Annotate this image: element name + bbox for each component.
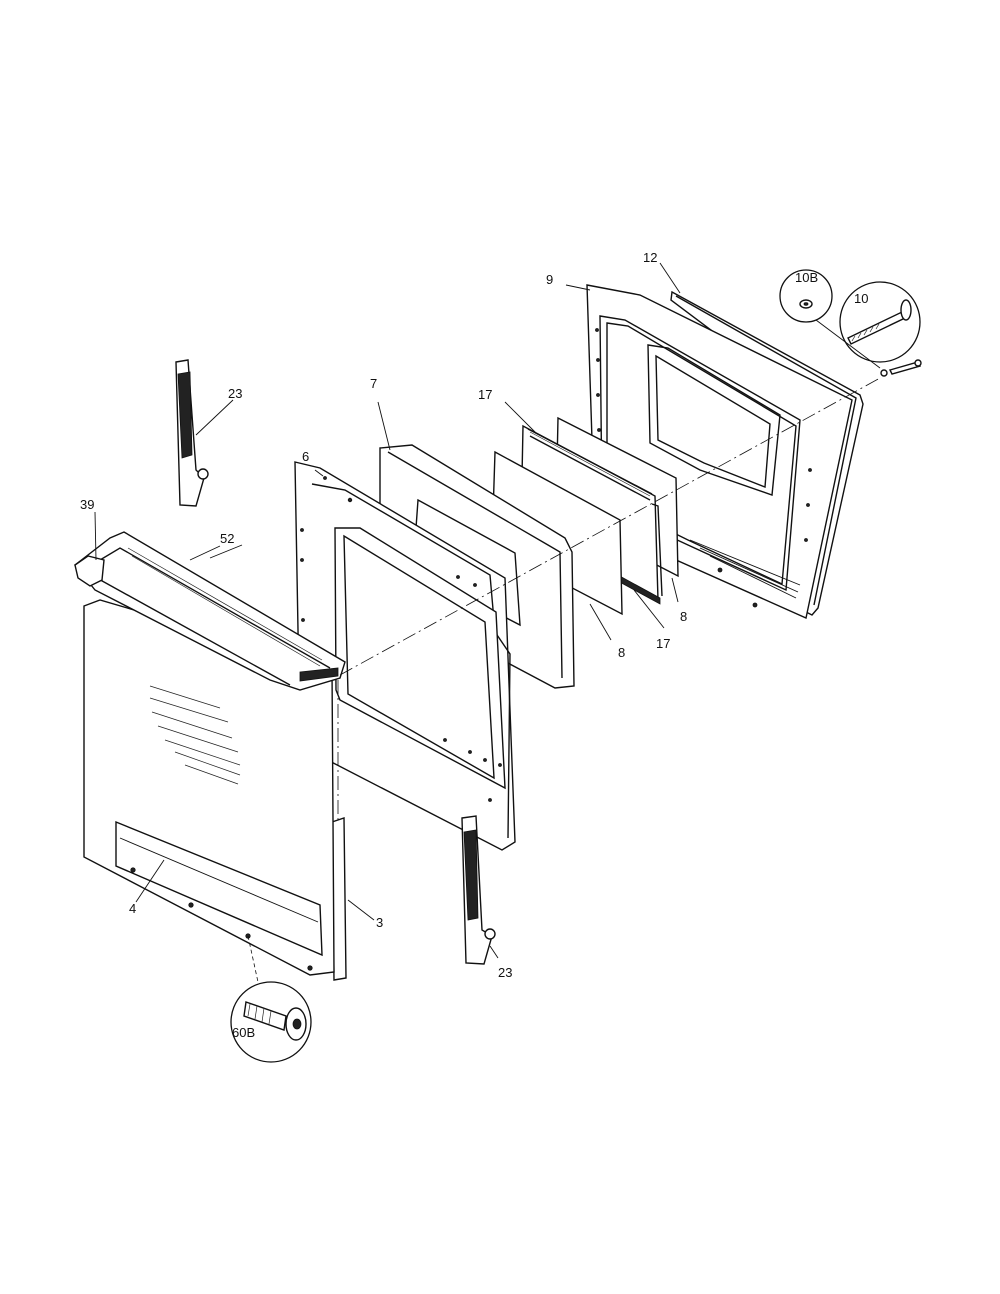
label-part-10: 10: [854, 291, 868, 306]
label-part-3: 3: [376, 915, 383, 930]
part-10b-washer-callout: [779, 269, 833, 323]
label-part-23-upper: 23: [228, 386, 242, 401]
part-4-outer-door-panel: [83, 599, 335, 976]
part-labels: 3 4 6 7 8 8 9 10 10B 12 17 17 23 23 39 5…: [80, 250, 868, 1040]
part-23-lower-hinge: [461, 815, 496, 965]
label-part-12: 12: [643, 250, 657, 265]
part-10-screw-callout: [839, 281, 921, 363]
part-10-screw-small: [880, 359, 922, 377]
label-part-8-rear: 8: [680, 609, 687, 624]
part-52-door-handle: [74, 531, 346, 691]
assembly-axis-lines: [247, 377, 881, 983]
label-part-39: 39: [80, 497, 94, 512]
label-part-4: 4: [129, 901, 136, 916]
label-part-17-rear: 17: [478, 387, 492, 402]
part-6-door-panel: [294, 461, 516, 851]
label-part-60b: 60B: [232, 1025, 255, 1040]
leader-lines: [94, 262, 881, 959]
part-23-upper-hinge: [175, 359, 209, 507]
label-part-8-front: 8: [618, 645, 625, 660]
label-part-9: 9: [546, 272, 553, 287]
label-part-7: 7: [370, 376, 377, 391]
part-60b-screw-callout: [230, 981, 312, 1063]
label-part-52: 52: [220, 531, 234, 546]
label-part-6: 6: [302, 449, 309, 464]
label-part-10b: 10B: [795, 270, 818, 285]
label-part-17-front: 17: [656, 636, 670, 651]
label-part-23-lower: 23: [498, 965, 512, 980]
part-39-handle-end-cap: [74, 555, 105, 587]
